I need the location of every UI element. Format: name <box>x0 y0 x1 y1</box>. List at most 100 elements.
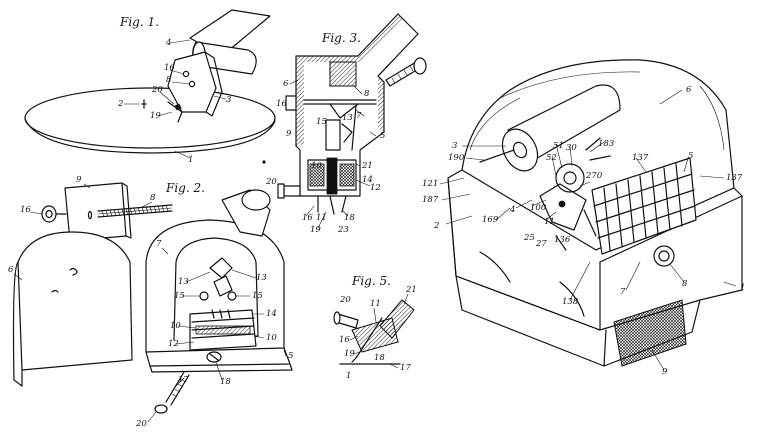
figure-4-linkage <box>539 183 597 251</box>
figure-4-label-169: 169 <box>482 215 499 225</box>
figure-3-label-10: 10 <box>311 161 322 171</box>
figure-2-label-10b: 10 <box>266 333 277 343</box>
figure-5-label-17: 17 <box>400 363 411 373</box>
figure-2-label-16: 16 <box>20 205 31 215</box>
figure-4-knob <box>653 245 675 267</box>
figure-4-label-183: 183 <box>598 139 614 149</box>
figure-3-dot <box>262 160 266 164</box>
figure-2-set-screw-thread <box>171 378 187 398</box>
figure-3-label-11: 11 <box>316 213 327 223</box>
figure-2-label-20: 20 <box>135 419 147 429</box>
figure-4-label-11: 11 <box>544 217 555 227</box>
figure-2-set-screw-head <box>154 404 168 414</box>
figure-4-speaker-grille <box>613 299 687 367</box>
figure-4-label-3: 3 <box>452 141 457 151</box>
figure-5-label-16: 16 <box>339 335 350 345</box>
figure-2-caption: Fig. 2. <box>165 181 205 195</box>
figure-2-cover-hole <box>69 267 78 276</box>
figure-1-spindle-2 <box>141 99 147 109</box>
figure-1-label-16: 16 <box>164 63 175 73</box>
figure-3-label-21: 21 <box>361 161 373 171</box>
figure-4-label-2: 2 <box>433 221 439 231</box>
figure-2-label-18: 18 <box>220 377 231 387</box>
figure-4-knob-center <box>658 250 670 262</box>
figure-2-knob <box>41 205 57 223</box>
figure-4-label-190: 190 <box>448 153 465 163</box>
figure-1-disc <box>24 87 276 149</box>
figure-3-label-5: 5 <box>380 131 385 141</box>
figure-1-arm-side <box>204 51 223 117</box>
figure-5-label-19: 19 <box>344 349 355 359</box>
figure-3-label-8: 8 <box>364 89 370 99</box>
figure-3-core <box>326 157 338 195</box>
figure-1-leader-lines <box>124 39 227 159</box>
figure-4-label-137b: 137 <box>726 173 743 183</box>
figure-2-set-screw <box>165 371 190 406</box>
figure-1-label-19: 19 <box>150 111 161 121</box>
figure-2-cover-side <box>12 261 23 387</box>
figure-5: Fig. 5. 21 20 11 16 19 18 17 1 <box>333 274 417 381</box>
figure-2-label-13a: 13 <box>178 277 189 287</box>
figure-3: Fig. 3. 6 8 16 7 9 15 13 <box>262 13 427 235</box>
figure-4-label-1: 1 <box>740 283 745 293</box>
figure-2-coil-pins <box>211 309 231 319</box>
figure-5-needle <box>351 317 383 363</box>
figure-4-gear-hub <box>563 171 577 185</box>
figure-5-label-18: 18 <box>374 353 385 363</box>
figure-4-cylinder-hub <box>512 141 528 159</box>
figure-3-weight <box>329 61 357 87</box>
figure-4-label-27: 27 <box>535 239 547 249</box>
figure-2-housing-foot <box>149 363 293 373</box>
figure-2-cover-hole-2 <box>51 289 59 293</box>
figure-3-arm-7 <box>351 105 357 151</box>
figure-3-knob-16 <box>285 95 297 111</box>
figure-4-dome-highlights <box>469 71 725 151</box>
figure-4-leader-lines <box>439 89 737 371</box>
figure-2-label-10a: 10 <box>170 321 181 331</box>
figure-5-label-21: 21 <box>405 285 417 295</box>
figure-5-screw-head <box>333 311 341 325</box>
figure-4-label-25: 25 <box>523 233 535 243</box>
figure-2: Fig. 2. <box>8 175 293 429</box>
figure-4-label-8: 8 <box>682 279 688 289</box>
figure-2-label-12: 12 <box>168 339 179 349</box>
figure-4-label-52: 52 <box>546 153 557 163</box>
figure-5-label-11: 11 <box>370 299 381 309</box>
figure-2-label-9: 9 <box>76 175 82 185</box>
figure-1-label-3: 3 <box>226 95 231 105</box>
figure-2-coil <box>195 325 251 335</box>
figure-1-caption: Fig. 1. <box>119 15 159 29</box>
figure-2-cover-front <box>17 231 133 371</box>
figure-3-label-13: 13 <box>342 113 353 123</box>
figure-3-stylus <box>317 195 347 215</box>
figure-4-spindle <box>479 149 515 163</box>
figure-2-leader-lines <box>13 183 287 423</box>
figure-4-label-4: 4 <box>509 205 515 215</box>
figure-4-pivot <box>558 200 566 208</box>
figure-4-label-136: 136 <box>554 235 571 245</box>
figure-3-label-19: 19 <box>310 225 321 235</box>
figure-5-label-20: 20 <box>339 295 351 305</box>
figure-2-label-8: 8 <box>150 193 156 203</box>
figure-3-label-18: 18 <box>344 213 355 223</box>
figure-1-needle-20 <box>174 103 182 111</box>
figure-5-caption: Fig. 5. <box>351 274 391 288</box>
figure-3-shaft <box>303 99 377 105</box>
figure-2-label-15b: 15 <box>252 291 263 301</box>
figure-4-cylinder-end <box>501 128 539 172</box>
figure-2-label-17: 17 <box>178 375 189 385</box>
figure-3-bracket-15 <box>325 119 341 151</box>
figure-2-arch-opening <box>173 237 259 341</box>
figure-2-label-13b: 13 <box>256 273 267 283</box>
figure-3-label-6: 6 <box>283 79 289 89</box>
figure-4-label-6: 6 <box>686 85 692 95</box>
figure-5-block-11 <box>351 317 399 353</box>
figure-2-clip-top <box>209 257 233 279</box>
figure-2-label-7: 7 <box>156 239 162 249</box>
figure-2-clip-mid <box>213 275 233 297</box>
figure-5-label-1: 1 <box>346 371 351 381</box>
figure-3-label-15: 15 <box>316 117 327 127</box>
figure-1: Fig. 1. 4 16 8 20 2 3 19 1 <box>24 9 276 165</box>
figure-5-leader-lines <box>349 293 409 369</box>
figure-3-label-12: 12 <box>370 183 381 193</box>
